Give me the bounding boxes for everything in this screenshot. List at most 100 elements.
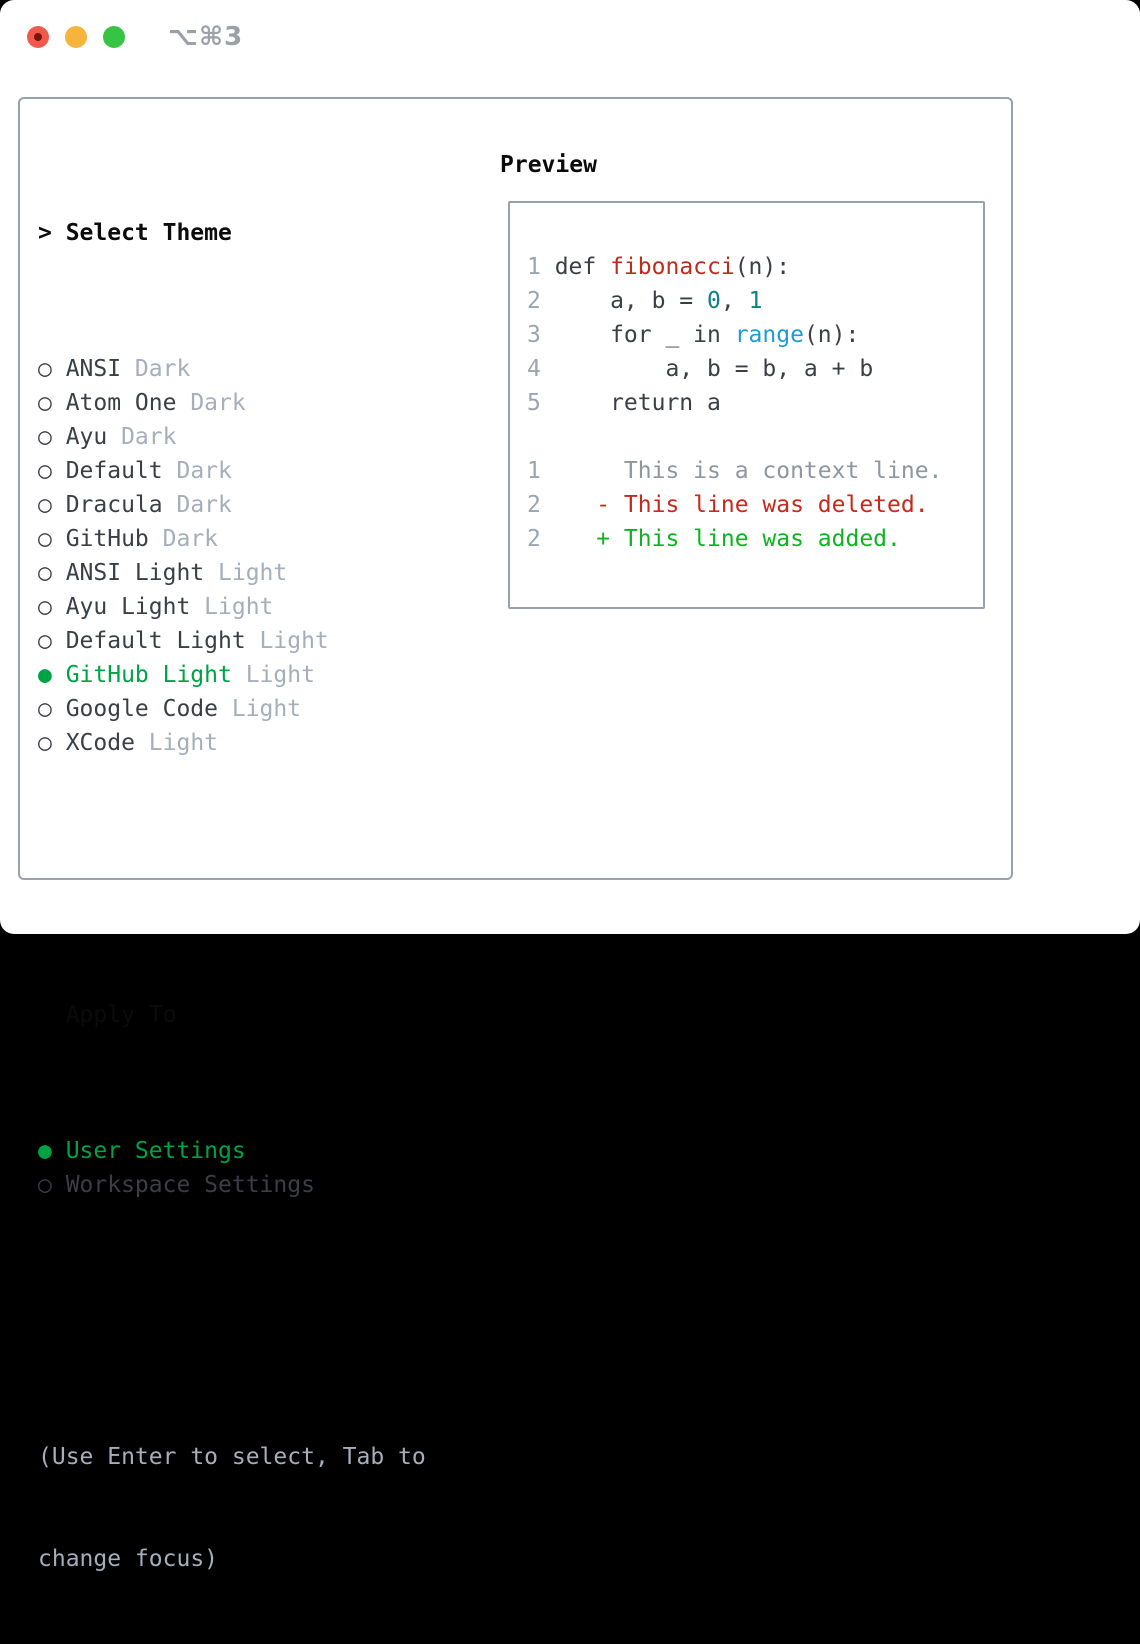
radio-icon: ○ [38, 560, 52, 586]
theme-variant-tag: Light [148, 730, 219, 756]
spacer [38, 1304, 426, 1338]
radio-icon: ○ [38, 1172, 52, 1198]
theme-variant-tag: Light [259, 628, 329, 654]
theme-option-github-light[interactable]: ● GitHub Light Light [38, 658, 426, 692]
code-token: (n): [803, 322, 860, 348]
theme-variant-tag: Dark [121, 424, 177, 450]
preview-line: 2 + This line was added. [527, 522, 983, 556]
theme-option-ansi-light[interactable]: ○ ANSI Light Light [38, 556, 426, 590]
radio-icon: ○ [38, 390, 52, 416]
line-number: 2 [527, 492, 541, 518]
radio-icon: ○ [38, 526, 52, 552]
radio-icon: ○ [38, 458, 52, 484]
preview-blank-line [527, 420, 983, 454]
theme-option-atom-one[interactable]: ○ Atom One Dark [38, 386, 426, 420]
preview-header: Preview [500, 152, 597, 178]
close-dot-icon [34, 33, 42, 41]
theme-variant-tag: Light [231, 696, 302, 722]
code-token: a, b = b, a + b [554, 356, 874, 382]
preview-line: 1 This is a context line. [527, 454, 983, 488]
theme-name: ANSI [65, 356, 122, 382]
theme-variant-tag: Dark [176, 458, 232, 484]
line-number: 4 [527, 356, 541, 382]
line-number: 2 [527, 526, 541, 552]
theme-name: Atom One [65, 390, 177, 416]
radio-icon: ○ [38, 356, 52, 382]
apply-to-header: Apply To [65, 1002, 177, 1028]
radio-icon: ○ [38, 628, 52, 654]
apply-option-workspace-settings[interactable]: ○Workspace Settings [38, 1168, 426, 1202]
theme-name: GitHub [65, 526, 149, 552]
theme-option-github[interactable]: ○ GitHub Dark [38, 522, 426, 556]
theme-name: Default Light [65, 628, 246, 654]
preview-line: 2 a, b = 0, 1 [527, 284, 983, 318]
select-theme-header: Select Theme [65, 220, 232, 246]
theme-variant-tag: Dark [176, 492, 232, 518]
hint-line-2: change focus) [38, 1546, 219, 1572]
theme-option-default-light[interactable]: ○ Default Light Light [38, 624, 426, 658]
code-token: fibonacci [610, 254, 735, 280]
theme-option-ayu-light[interactable]: ○ Ayu Light Light [38, 590, 426, 624]
radio-selected-icon: ● [38, 662, 52, 688]
title-bar: ⌥⌘3 [0, 0, 1140, 74]
theme-variant-tag: Dark [134, 356, 191, 382]
window-title: ⌥⌘3 [168, 22, 244, 52]
apply-to-list: ● User Settings ○Workspace Settings [38, 1134, 426, 1202]
code-token: a, b = [554, 288, 708, 314]
apply-option-label: User Settings [65, 1138, 246, 1164]
radio-icon: ○ [38, 492, 52, 518]
radio-icon: ○ [38, 730, 52, 756]
code-token: 1 [748, 288, 763, 314]
theme-name: XCode [65, 730, 135, 756]
preview-line: 5 return a [527, 386, 983, 420]
theme-variant-tag: Light [204, 594, 274, 620]
code-token: 0 [707, 288, 721, 314]
hint-line-1: (Use Enter to select, Tab to [38, 1444, 426, 1470]
code-token: - This line was deleted. [554, 492, 929, 518]
theme-name: GitHub Light [65, 662, 232, 688]
theme-name: Ayu [65, 424, 108, 450]
close-button[interactable] [27, 26, 49, 48]
theme-option-ansi[interactable]: ○ ANSI Dark [38, 352, 426, 386]
select-theme-header-line: >Select Theme [38, 216, 426, 250]
preview-line: 4 a, b = b, a + b [527, 352, 983, 386]
line-number: 5 [527, 390, 541, 416]
preview-line: 2 - This line was deleted. [527, 488, 983, 522]
theme-variant-tag: Light [218, 560, 288, 586]
code-token: return a [554, 390, 721, 416]
radio-icon: ○ [38, 696, 52, 722]
minimize-button[interactable] [65, 26, 87, 48]
preview-line: 1 def fibonacci(n): [527, 250, 983, 284]
theme-option-google-code[interactable]: ○ Google Code Light [38, 692, 426, 726]
theme-name: Dracula [65, 492, 163, 518]
code-token: , [720, 288, 749, 314]
apply-option-user-settings[interactable]: ● User Settings [38, 1134, 426, 1168]
theme-variant-tag: Dark [162, 526, 219, 552]
code-token: for _ in [554, 322, 735, 348]
code-token: (n): [734, 254, 791, 280]
line-number: 3 [527, 322, 541, 348]
code-token: def [554, 254, 611, 280]
theme-name: Default [65, 458, 163, 484]
code-token: + This line was added. [554, 526, 901, 552]
radio-icon: ○ [38, 594, 52, 620]
theme-option-default[interactable]: ○ Default Dark [38, 454, 426, 488]
theme-name: Google Code [65, 696, 219, 722]
theme-option-xcode[interactable]: ○ XCode Light [38, 726, 426, 760]
code-token: This is a context line. [554, 458, 943, 484]
code-token: range [734, 322, 804, 348]
radio-selected-icon: ● [38, 1138, 52, 1164]
zoom-button[interactable] [103, 26, 125, 48]
line-number: 1 [527, 254, 541, 280]
theme-option-dracula[interactable]: ○ Dracula Dark [38, 488, 426, 522]
theme-name: Ayu Light [65, 594, 191, 620]
theme-variant-tag: Light [245, 662, 315, 688]
theme-variant-tag: Dark [190, 390, 246, 416]
theme-name: ANSI Light [65, 560, 205, 586]
